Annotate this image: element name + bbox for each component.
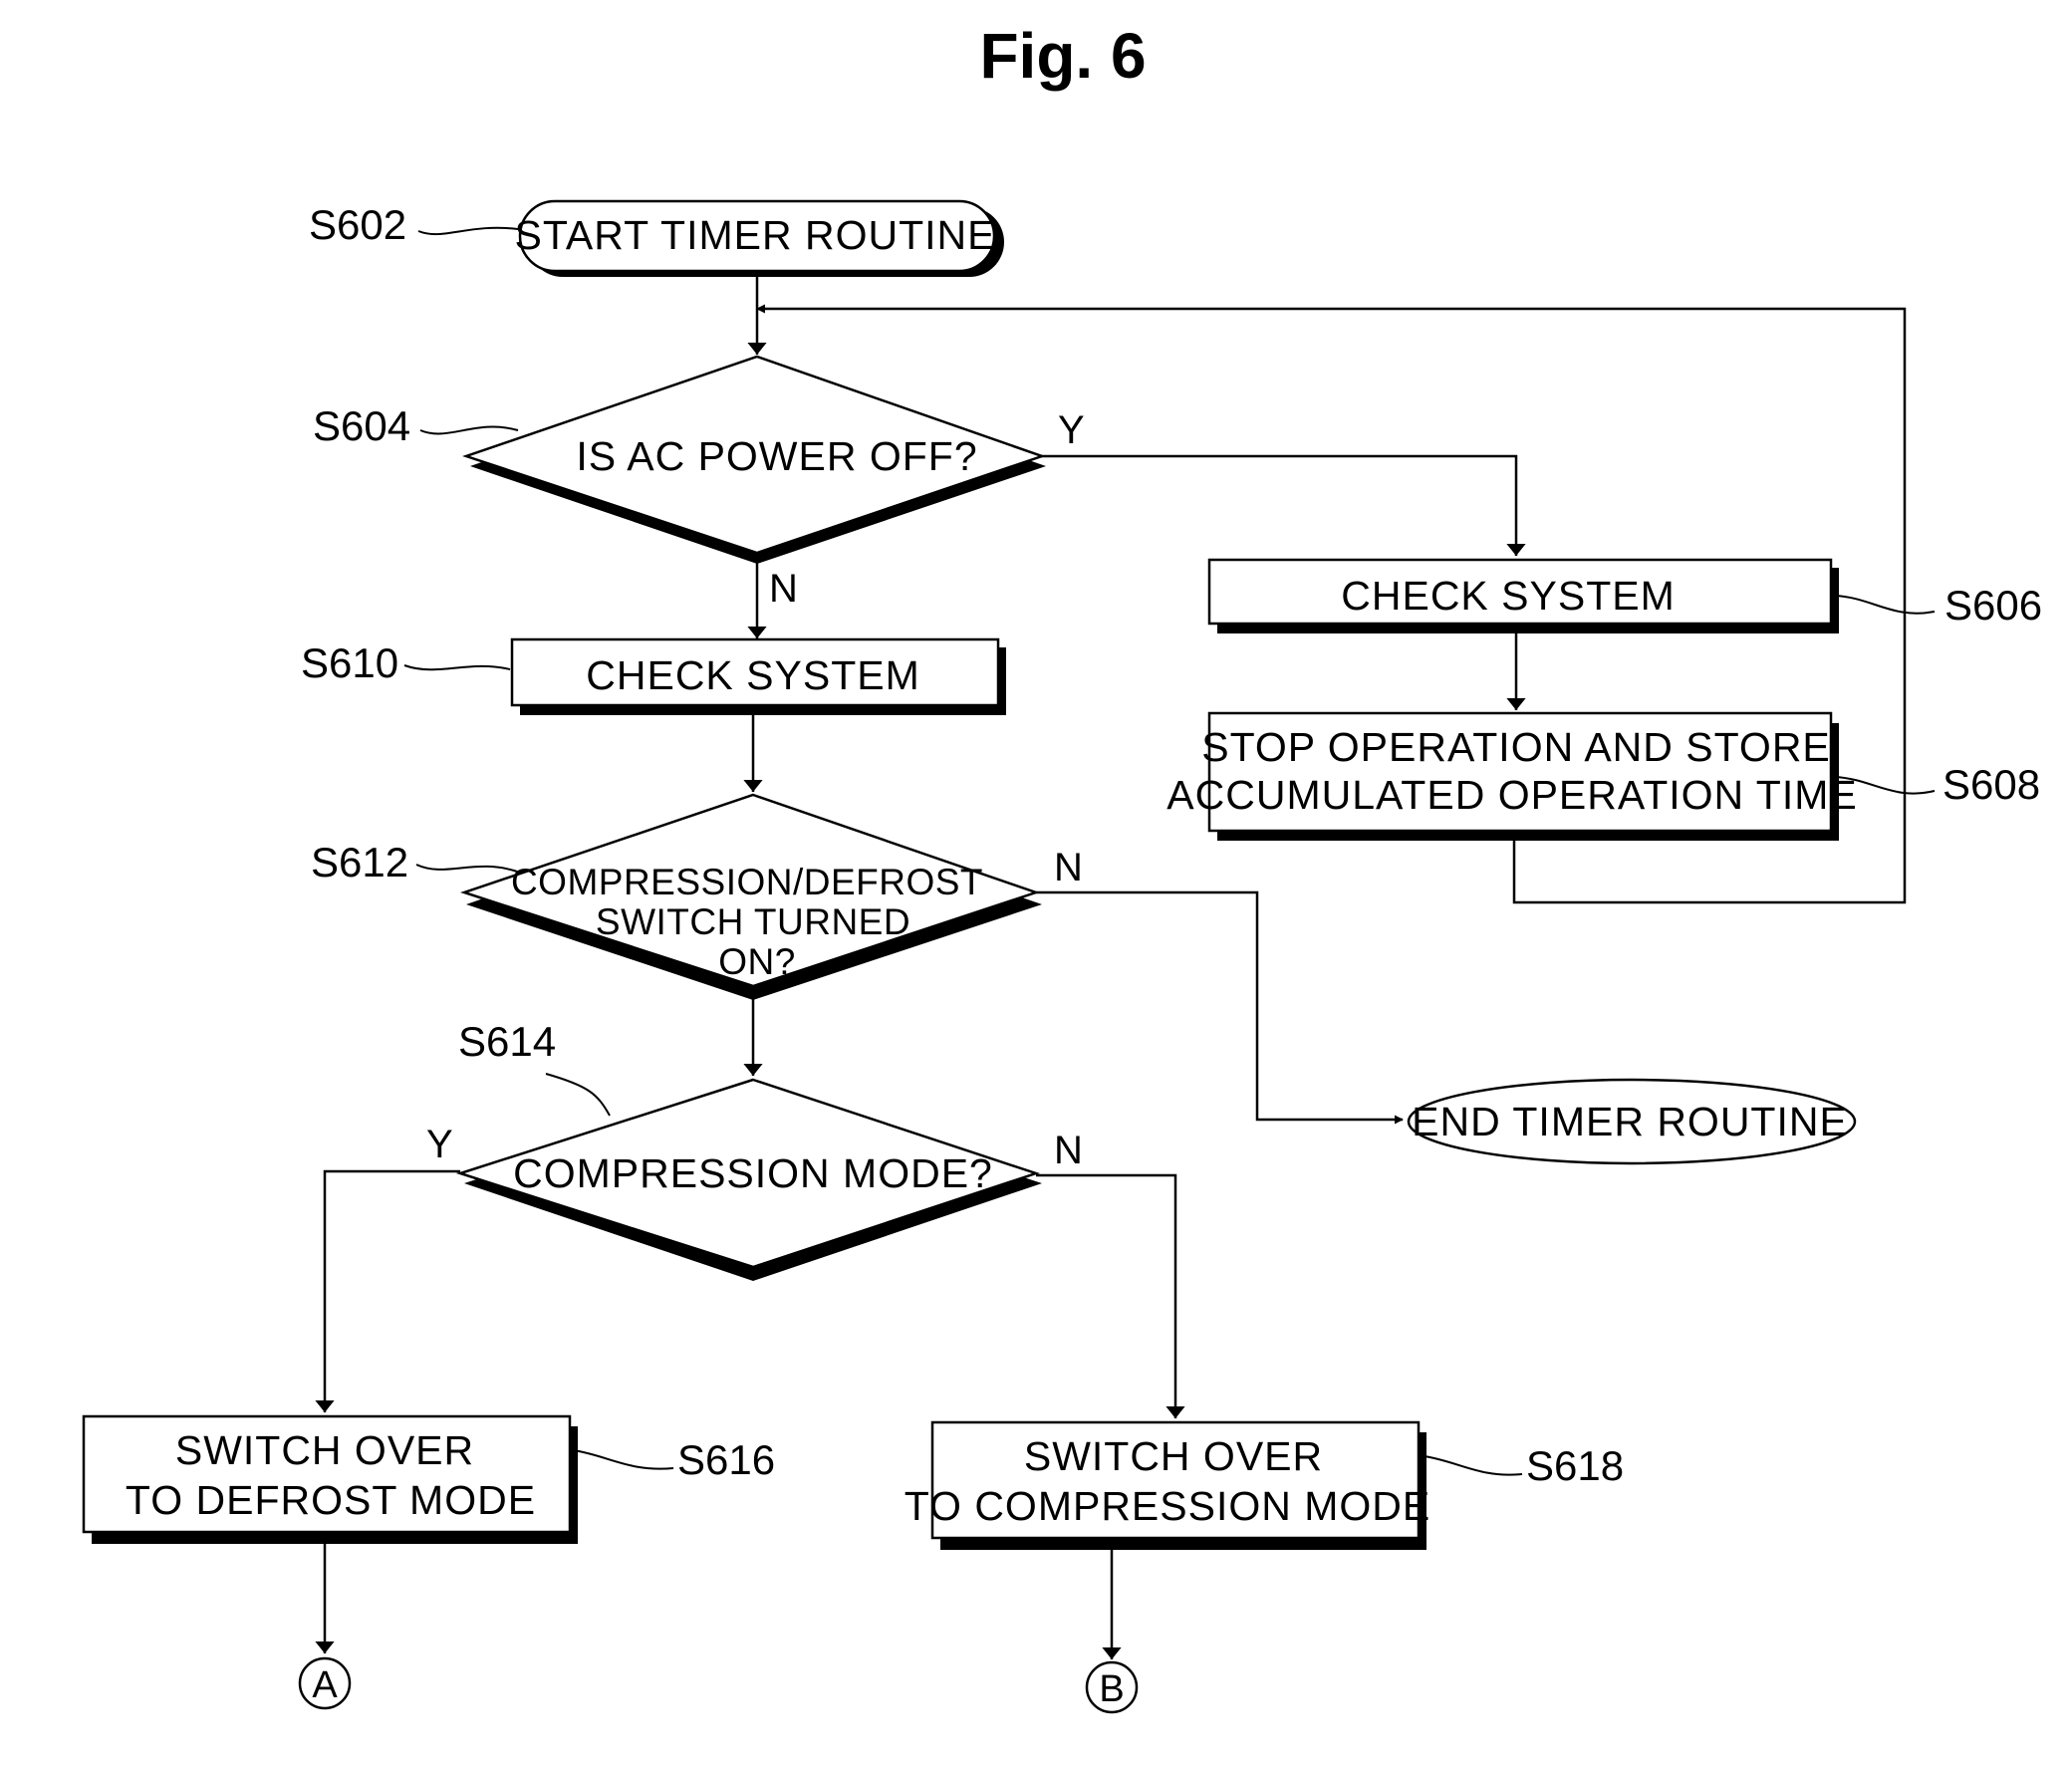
decision-switch-turned-on: COMPRESSION/DEFROST SWITCH TURNED ON? bbox=[460, 793, 1042, 1000]
step-label-s608: S608 bbox=[1942, 761, 2040, 808]
process-switch-to-defrost: SWITCH OVER TO DEFROST MODE bbox=[82, 1414, 578, 1544]
end-terminal: END TIMER ROUTINE bbox=[1407, 1078, 1857, 1165]
step-label-s604: S604 bbox=[313, 402, 410, 449]
branch-label-s612-no: N bbox=[1054, 846, 1083, 889]
step-label-s612: S612 bbox=[311, 839, 408, 885]
process-switch-to-defrost-line1: SWITCH OVER bbox=[175, 1427, 474, 1473]
step-label-s602: S602 bbox=[309, 201, 406, 248]
decision-compression-mode-label: COMPRESSION MODE? bbox=[513, 1150, 993, 1196]
leader-line-s602 bbox=[417, 226, 519, 235]
branch-label-s614-yes: Y bbox=[426, 1123, 453, 1166]
process-stop-and-store-line1: STOP OPERATION AND STORE bbox=[1201, 724, 1831, 770]
process-check-system-right-label: CHECK SYSTEM bbox=[1341, 573, 1676, 619]
connector-a: A bbox=[298, 1656, 352, 1710]
leader-line-s606 bbox=[1834, 595, 1936, 615]
leader-line-s612 bbox=[415, 864, 521, 874]
arrow-s614-yes-to-s616 bbox=[315, 1169, 460, 1412]
leader-line-s608 bbox=[1834, 776, 1936, 795]
process-check-system-left-label: CHECK SYSTEM bbox=[586, 652, 920, 698]
leader-line-s614 bbox=[545, 1073, 611, 1117]
step-label-s618: S618 bbox=[1526, 1442, 1624, 1489]
connector-a-label: A bbox=[312, 1664, 338, 1706]
arrow-s612-no-to-end bbox=[1036, 890, 1404, 1125]
branch-label-s604-no: N bbox=[769, 567, 798, 611]
decision-switch-turned-on-line3: ON? bbox=[718, 941, 796, 982]
decision-compression-mode: COMPRESSION MODE? bbox=[455, 1078, 1042, 1281]
step-label-s614: S614 bbox=[458, 1018, 556, 1065]
end-terminal-label: END TIMER ROUTINE bbox=[1412, 1099, 1848, 1144]
process-switch-to-compression-line2: TO COMPRESSION MODE bbox=[905, 1483, 1431, 1529]
arrow-s604-yes-to-s606 bbox=[1042, 454, 1526, 556]
decision-ac-power-off-label: IS AC POWER OFF? bbox=[576, 433, 977, 479]
process-switch-to-defrost-line2: TO DEFROST MODE bbox=[126, 1477, 536, 1523]
start-terminal-label: START TIMER ROUTINE bbox=[515, 212, 996, 258]
process-check-system-right: CHECK SYSTEM bbox=[1207, 558, 1839, 633]
leader-line-s616 bbox=[573, 1449, 674, 1470]
process-stop-and-store: STOP OPERATION AND STORE ACCUMULATED OPE… bbox=[1166, 711, 1857, 841]
process-check-system-left: CHECK SYSTEM bbox=[510, 637, 1006, 715]
branch-label-s604-yes: Y bbox=[1058, 408, 1085, 452]
step-label-s616: S616 bbox=[677, 1436, 775, 1483]
connector-b: B bbox=[1085, 1660, 1139, 1714]
decision-ac-power-off: IS AC POWER OFF? bbox=[462, 355, 1046, 564]
decision-switch-turned-on-line1: COMPRESSION/DEFROST bbox=[511, 862, 983, 902]
start-terminal: START TIMER ROUTINE bbox=[515, 199, 1004, 277]
figure-title: Fig. 6 bbox=[979, 20, 1146, 92]
step-label-s606: S606 bbox=[1944, 582, 2042, 629]
step-label-s610: S610 bbox=[301, 639, 398, 686]
leader-line-s610 bbox=[403, 664, 511, 671]
leader-line-s618 bbox=[1424, 1455, 1523, 1476]
process-stop-and-store-line2: ACCUMULATED OPERATION TIME bbox=[1166, 772, 1857, 818]
process-switch-to-compression-line1: SWITCH OVER bbox=[1024, 1433, 1323, 1479]
leader-line-s604 bbox=[419, 425, 519, 435]
arrow-loop-back-to-s604 bbox=[756, 304, 1907, 904]
process-switch-to-compression: SWITCH OVER TO COMPRESSION MODE bbox=[905, 1420, 1431, 1550]
decision-switch-turned-on-line2: SWITCH TURNED bbox=[596, 901, 910, 942]
arrow-s614-no-to-s618 bbox=[1036, 1173, 1185, 1418]
branch-label-s614-no: N bbox=[1054, 1129, 1083, 1172]
connector-b-label: B bbox=[1099, 1668, 1124, 1710]
